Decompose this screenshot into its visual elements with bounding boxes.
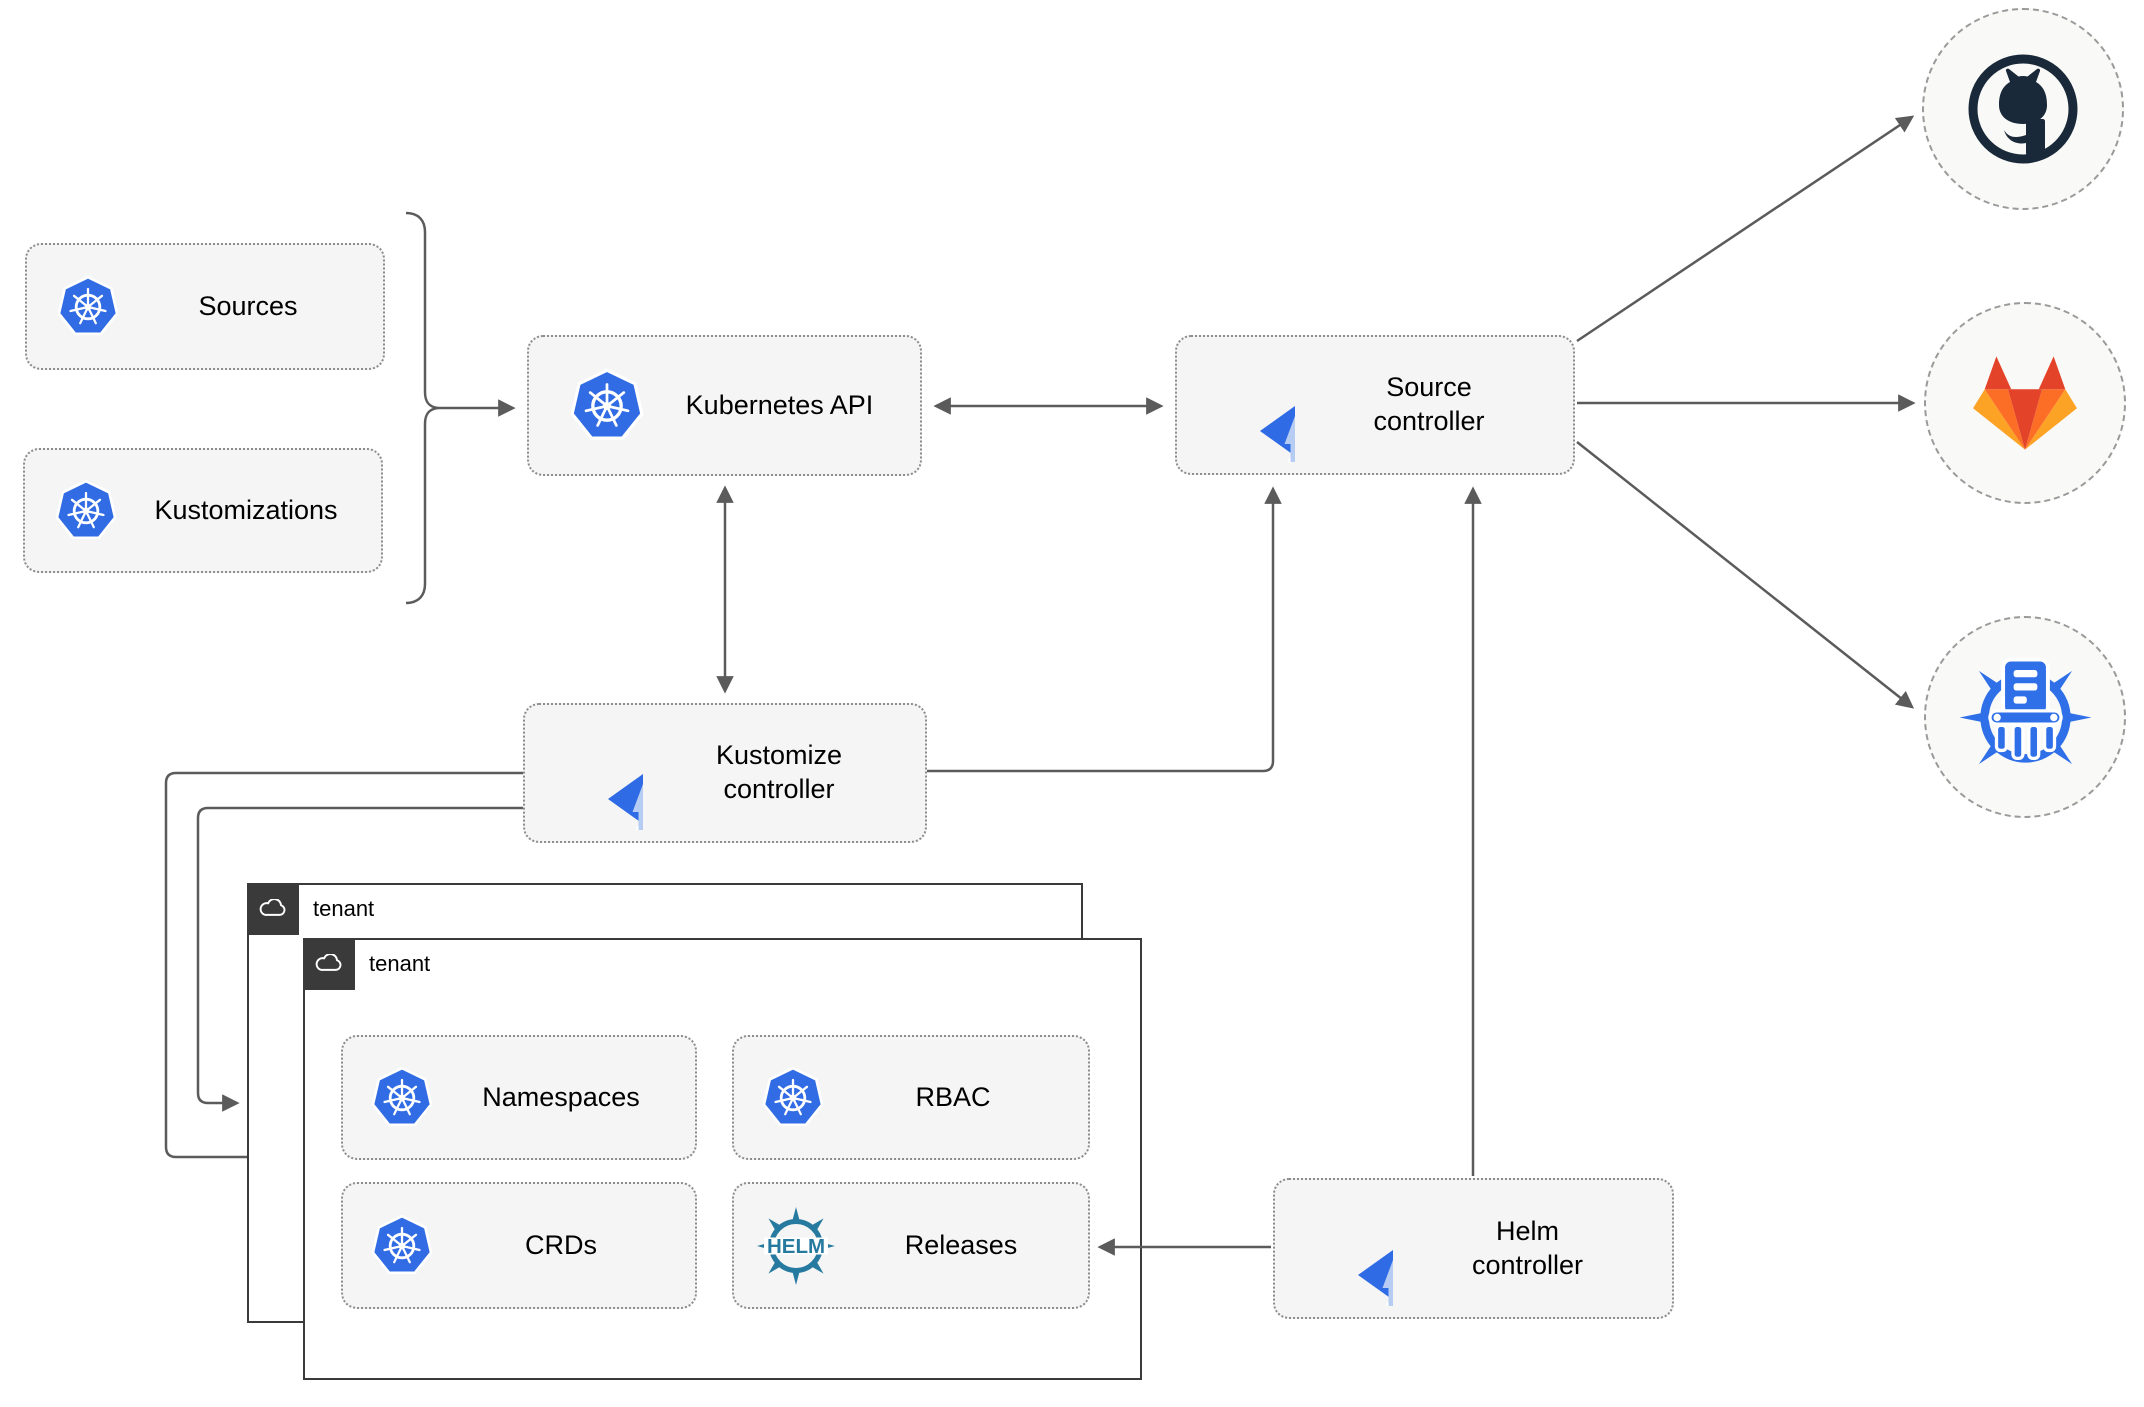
- tenant-back-header: [247, 883, 299, 935]
- kustomize-controller-label: Kustomize controller: [715, 740, 843, 804]
- kustomizations-node: Kustomizations: [23, 448, 383, 573]
- helm-controller-label: Helm controller: [1471, 1215, 1584, 1280]
- source-controller-label: Source controller: [1373, 372, 1485, 436]
- cloud-icon: [313, 954, 345, 974]
- kubernetes-api-node: Kubernetes API: [527, 335, 922, 476]
- github-endpoint: [1922, 8, 2124, 210]
- flux-icon: [563, 716, 643, 830]
- cloud-icon: [257, 899, 289, 919]
- kubernetes-icon: [565, 364, 649, 448]
- tenant-front-label: tenant: [369, 951, 431, 976]
- kubernetes-icon: [367, 1063, 437, 1133]
- flux-icon: [1215, 348, 1295, 462]
- arrow-source-to-chartmuseum: [1576, 441, 1915, 709]
- arrow-source-to-github: [1576, 115, 1915, 343]
- kustomize-controller-node: Kustomize controller: [523, 703, 927, 843]
- github-icon: [1968, 54, 2078, 164]
- crds-label: CRDs: [525, 1229, 597, 1260]
- kubernetes-icon: [51, 476, 121, 546]
- rbac-label: RBAC: [915, 1081, 991, 1112]
- helm-icon: HELM: [757, 1206, 835, 1285]
- releases-label: Releases: [904, 1229, 1018, 1260]
- sources-label: Sources: [198, 290, 298, 321]
- tenant-front-header: [303, 938, 355, 990]
- rbac-node: RBAC: [732, 1035, 1090, 1160]
- chartmuseum-endpoint: [1924, 616, 2126, 818]
- helm-controller-node: Helm controller: [1273, 1178, 1674, 1319]
- releases-node: HELM Releases: [732, 1182, 1090, 1309]
- source-controller-node: Source controller: [1175, 335, 1575, 475]
- kubernetes-icon: [758, 1063, 828, 1133]
- namespaces-label: Namespaces: [482, 1081, 640, 1112]
- sources-node: Sources: [25, 243, 385, 370]
- kubernetes-icon: [367, 1211, 437, 1281]
- namespaces-node: Namespaces: [341, 1035, 697, 1160]
- crds-node: CRDs: [341, 1182, 697, 1309]
- kustomizations-label: Kustomizations: [154, 494, 338, 525]
- helm-badge-text: HELM: [767, 1235, 825, 1258]
- kubernetes-api-label: Kubernetes API: [685, 389, 874, 420]
- flux-icon: [1313, 1192, 1393, 1306]
- kubernetes-icon: [53, 272, 123, 342]
- gitlab-endpoint: [1924, 302, 2126, 504]
- bracket-sources-kustomizations: [405, 211, 439, 605]
- arrow-kustomize-to-source: [927, 486, 1282, 773]
- tenant-back-label: tenant: [313, 896, 375, 921]
- gitlab-icon: [1973, 356, 2077, 450]
- chartmuseum-icon: [1959, 657, 2091, 764]
